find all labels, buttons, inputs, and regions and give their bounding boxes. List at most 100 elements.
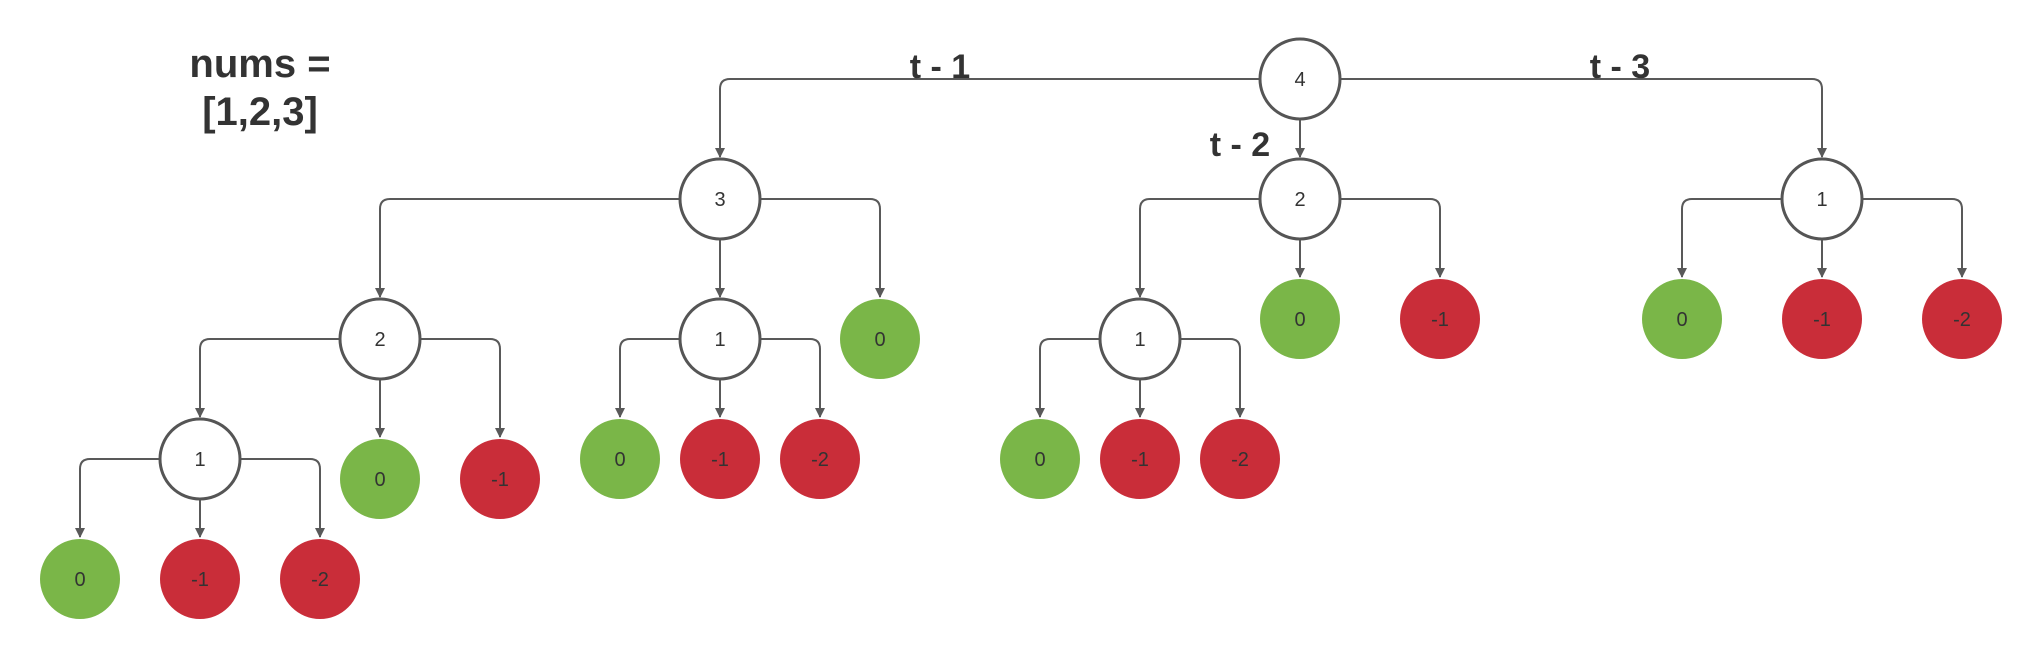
node-circle-g1b_0 [580,419,660,499]
tree-node-r2a_m1: -1 [460,439,540,519]
tree-node-g1e_0: 0 [1642,279,1722,359]
node-circle-n2b [1258,157,1342,241]
tree-node-r1b_m2: -2 [780,419,860,499]
node-label-g1d_0: 0 [1034,449,1045,471]
tree-node-n2a: 2 [338,297,422,381]
node-label-n3: 3 [714,189,725,211]
node-circle-n1a [158,417,242,501]
node-label-r1b_m1: -1 [711,449,729,471]
tree-node-g2b_0: 0 [1260,279,1340,359]
node-label-r1b_m2: -2 [811,449,829,471]
edge-n1b-to-g1b_0 [615,338,680,418]
tree-node-n3: 3 [678,157,762,241]
node-label-g2b_0: 0 [1294,309,1305,331]
node-circle-n4 [1258,37,1342,121]
edge-labels-layer: t - 1 t - 2 t - 3 [910,48,1650,164]
edge-n1c-to-g1e_0 [1677,198,1782,278]
node-circle-r1a_m2 [280,539,360,619]
edge-n1c-to-r1e_m2 [1862,198,1967,278]
tree-node-r1a_m1: -1 [160,539,240,619]
node-circle-r1d_m2 [1200,419,1280,499]
node-label-r1e_m1: -1 [1813,309,1831,331]
node-label-n1c: 1 [1816,189,1827,211]
nodes-layer: 4 3 2 1 2 1 1 1 0 0 -1 0 -1 0 -1 -2 0 -1 -2 0 -1 -2 0 -1 -2 [40,37,2002,619]
node-label-r1e_m2: -2 [1953,309,1971,331]
node-label-r2b_m1: -1 [1431,309,1449,331]
caption-line-1: nums = [189,42,331,86]
node-circle-r1a_m1 [160,539,240,619]
tree-node-g3_0: 0 [840,299,920,379]
node-circle-g3_0 [840,299,920,379]
tree-node-r1e_m2: -2 [1922,279,2002,359]
tree-node-r1e_m1: -1 [1782,279,1862,359]
node-circle-n1b [678,297,762,381]
edge-n1a-to-r1a_m2 [240,458,325,538]
tree-node-n1b: 1 [678,297,762,381]
node-label-n2a: 2 [374,329,385,351]
node-circle-r2a_m1 [460,439,540,519]
edge-label-t-minus-2: t - 2 [1210,126,1270,164]
tree-node-g1b_0: 0 [580,419,660,499]
tree-node-r1b_m1: -1 [680,419,760,499]
node-label-n1a: 1 [194,449,205,471]
tree-node-n1a: 1 [158,417,242,501]
tree-node-r1d_m1: -1 [1100,419,1180,499]
node-circle-n1d [1098,297,1182,381]
node-label-r1a_m1: -1 [191,569,209,591]
node-circle-n2a [338,297,422,381]
node-circle-r1b_m2 [780,419,860,499]
edge-label-t-minus-1: t - 1 [910,48,970,86]
edge-n1d-to-g1d_0 [1035,338,1100,418]
node-label-n2b: 2 [1294,189,1305,211]
edge-n2b-to-r2b_m1 [1340,198,1445,278]
node-label-r1a_m2: -2 [311,569,329,591]
node-label-n4: 4 [1294,69,1305,91]
node-circle-r1e_m2 [1922,279,2002,359]
tree-node-g1d_0: 0 [1000,419,1080,499]
node-label-g2a_0: 0 [374,469,385,491]
node-label-g3_0: 0 [874,329,885,351]
node-label-n1b: 1 [714,329,725,351]
node-label-g1a_0: 0 [74,569,85,591]
node-circle-g1d_0 [1000,419,1080,499]
edge-n3-to-g3_0 [760,198,885,298]
edge-n4-to-n1c [1340,78,1827,158]
tree-node-r2b_m1: -1 [1400,279,1480,359]
node-circle-g2b_0 [1260,279,1340,359]
tree-node-g2a_0: 0 [340,439,420,519]
tree-node-n1c: 1 [1780,157,1864,241]
edge-n1b-to-r1b_m2 [760,338,825,418]
edge-n3-to-n2a [375,198,680,298]
node-circle-r1e_m1 [1782,279,1862,359]
caption-line-2: [1,2,3] [202,90,318,134]
node-circle-r1b_m1 [680,419,760,499]
edge-n4-to-n3 [715,78,1260,158]
node-circle-g1e_0 [1642,279,1722,359]
node-label-g1e_0: 0 [1676,309,1687,331]
node-circle-n1c [1780,157,1864,241]
node-label-n1d: 1 [1134,329,1145,351]
edge-n2a-to-r2a_m1 [420,338,505,438]
node-label-r1d_m1: -1 [1131,449,1149,471]
node-circle-g1a_0 [40,539,120,619]
node-circle-g2a_0 [340,439,420,519]
edge-n2b-to-n1d [1135,198,1260,298]
tree-node-g1a_0: 0 [40,539,120,619]
node-label-r1d_m2: -2 [1231,449,1249,471]
tree-node-n1d: 1 [1098,297,1182,381]
tree-node-r1d_m2: -2 [1200,419,1280,499]
node-label-r2a_m1: -1 [491,469,509,491]
edge-label-t-minus-3: t - 3 [1590,48,1650,86]
node-circle-r1d_m1 [1100,419,1180,499]
edge-n1a-to-g1a_0 [75,458,160,538]
tree-node-r1a_m2: -2 [280,539,360,619]
node-circle-r2b_m1 [1400,279,1480,359]
node-label-g1b_0: 0 [614,449,625,471]
edges-layer [75,78,1967,538]
tree-node-n2b: 2 [1258,157,1342,241]
node-circle-n3 [678,157,762,241]
tree-node-n4: 4 [1258,37,1342,121]
edge-n1d-to-r1d_m2 [1180,338,1245,418]
nums-caption: nums = [1,2,3] [130,40,390,136]
